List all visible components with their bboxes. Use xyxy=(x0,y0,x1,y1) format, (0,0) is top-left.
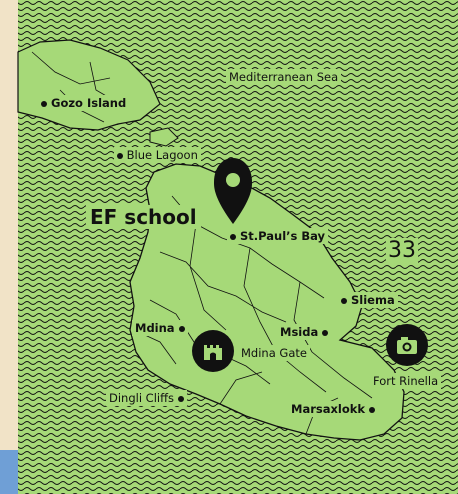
blue-lagoon-label: Blue Lagoon xyxy=(114,147,201,163)
comino-island xyxy=(149,127,179,147)
paper-edge xyxy=(0,0,18,494)
msida-dot xyxy=(322,329,329,336)
mdina-gate-label: Mdina Gate xyxy=(238,345,310,361)
paper-edge-blue xyxy=(0,450,18,494)
page-number: 33 xyxy=(386,238,418,263)
msida-label: Msida xyxy=(277,324,332,340)
sea-label: Mediterranean Sea xyxy=(226,69,342,85)
marsaxlokk-label: Marsaxlokk xyxy=(288,401,379,417)
ef-school-label: EF school xyxy=(86,205,201,229)
st-pauls-bay-label: St.Paul’s Bay xyxy=(227,228,329,244)
gozo-dot xyxy=(41,100,47,107)
mdina-label: Mdina xyxy=(132,320,188,336)
mdina-dot xyxy=(178,325,185,332)
fort-rinella-label: Fort Rinella xyxy=(370,373,442,389)
dingli-cliffs-label: Dingli Cliffs xyxy=(106,390,187,406)
camera-icon xyxy=(386,324,428,366)
sliema-dot xyxy=(341,297,347,304)
marsaxlokk-dot xyxy=(369,406,376,413)
dingli-cliffs-dot xyxy=(177,395,184,402)
location-pin-icon xyxy=(214,158,252,224)
blue-lagoon-dot xyxy=(117,152,123,159)
st-pauls-bay-dot xyxy=(230,233,236,240)
gozo-label: Gozo Island xyxy=(38,95,130,111)
sliema-label: Sliema xyxy=(338,292,398,308)
castle-icon xyxy=(192,330,234,372)
